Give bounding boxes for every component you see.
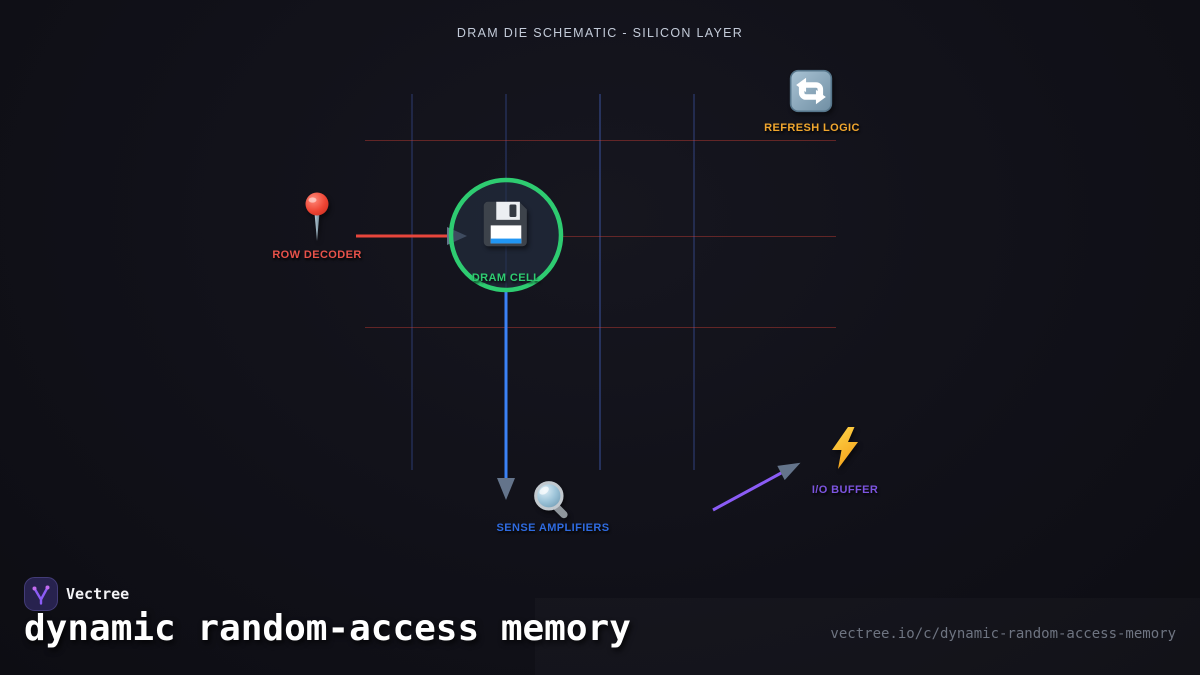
io-buffer-label: I/O BUFFER (811, 484, 879, 496)
row-decoder-label: ROW DECODER (272, 249, 362, 261)
card-heading: dynamic random-access memory (24, 608, 631, 649)
pushpin-icon (305, 192, 329, 241)
card-url: vectree.io/c/dynamic-random-access-memor… (830, 626, 1176, 642)
arrowhead-down (497, 478, 515, 500)
bitline-arrow (497, 292, 515, 500)
magnifying-glass-icon (534, 481, 568, 519)
refresh-icon (789, 69, 833, 113)
refresh-logic-label: REFRESH LOGIC (764, 122, 860, 134)
grid-horizontal-lines (365, 140, 836, 328)
floppy-disk-icon (483, 201, 527, 247)
arrowhead-up-right (777, 462, 801, 481)
brand-name: Vectree (66, 585, 130, 603)
sense-amplifiers-label: SENSE AMPLIFIERS (496, 522, 610, 534)
scene-title: DRAM DIE SCHEMATIC - SILICON LAYER (456, 26, 744, 40)
dram-cell-label: DRAM CELL (471, 272, 541, 284)
io-arrow (712, 462, 801, 512)
grid-vertical-lines (411, 94, 695, 470)
lightning-bolt-icon (832, 427, 858, 469)
vectree-logo (24, 577, 58, 611)
